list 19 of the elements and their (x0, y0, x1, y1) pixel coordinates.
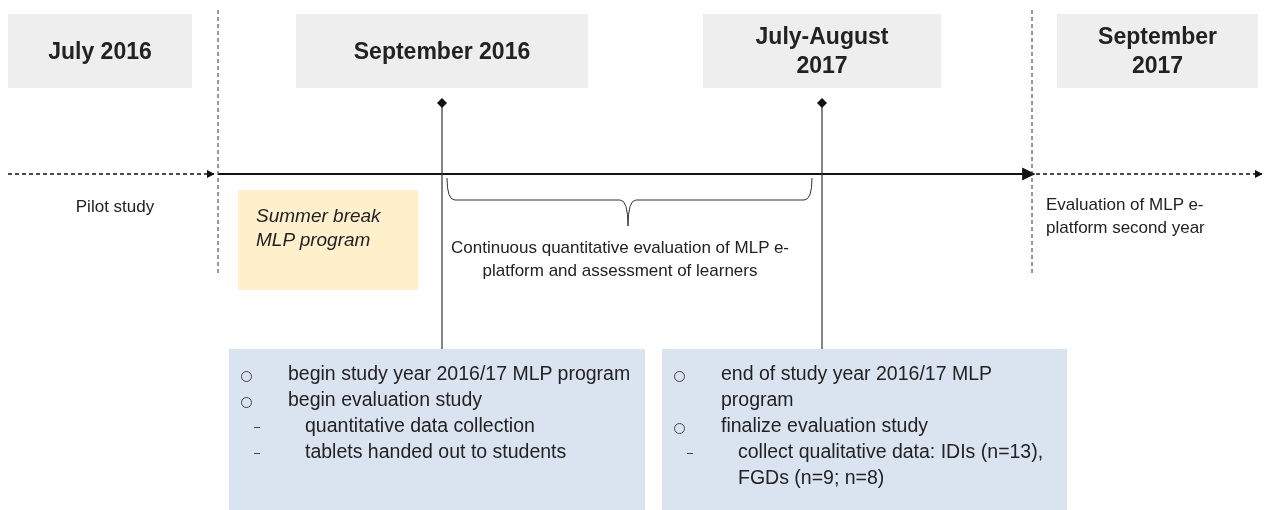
milestone-box (229, 349, 645, 510)
annotation-text: Pilot study (74, 196, 156, 218)
list-item-text: collect qualitative data: IDIs (n=13), FGDs (n=9; n=8) (738, 439, 1044, 488)
list-item-text: begin study year 2016/17 MLP program (288, 362, 631, 384)
date-label: September 2016 (353, 36, 531, 66)
note-box (238, 190, 418, 290)
milestone-box (662, 349, 1067, 510)
date-label: July 2016 (48, 36, 152, 66)
annotation-text: Continuous quantitative evaluation of MLP e-platform and assessment of learners (450, 237, 790, 282)
connector-line (817, 98, 827, 350)
list-item-text: finalize evaluation study (721, 413, 929, 436)
list-item-text: begin evaluation study (288, 387, 483, 410)
list-item-text: tablets handed out to students (305, 439, 567, 462)
note-text: Summer break MLP program (256, 205, 381, 250)
annotation-text: Evaluation of MLP e-platform second year (1046, 194, 1206, 239)
connector-line (437, 98, 447, 350)
date-label: July-August 2017 (754, 22, 890, 80)
date-label: September 2017 (1097, 22, 1218, 80)
list-item-text: quantitative data collection (305, 413, 535, 436)
